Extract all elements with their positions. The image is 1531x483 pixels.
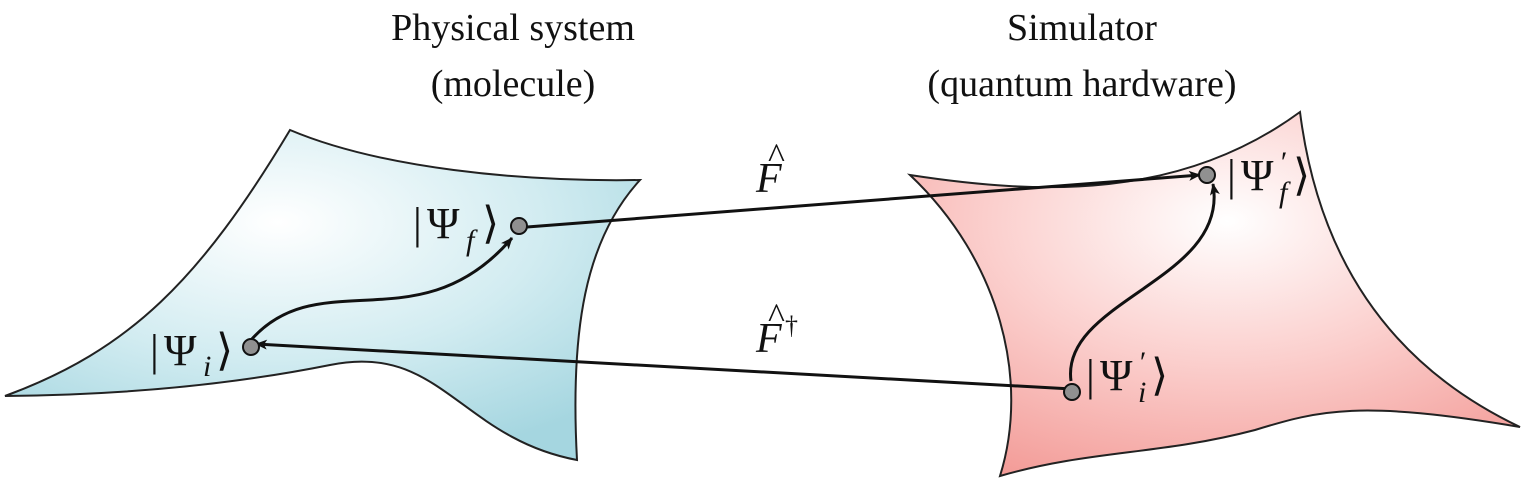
svg-text:F: F	[755, 316, 782, 362]
svg-text:^: ^	[768, 136, 785, 176]
svg-text:Ψ: Ψ	[1241, 151, 1274, 200]
ket-psi-i: | Ψ i ⟩	[150, 326, 233, 383]
backward-mapping-arrow	[255, 339, 1073, 391]
svg-text:′: ′	[1138, 346, 1145, 379]
simulator-title: Simulator	[1007, 7, 1157, 49]
psi-i-prime-point	[1063, 383, 1081, 401]
operator-f-hat: ^ F	[755, 136, 785, 202]
physical-system-surface	[4, 128, 643, 462]
operator-f-hat-dagger: ^ F †	[755, 296, 798, 362]
svg-text:⟩: ⟩	[482, 199, 499, 248]
svg-text:⟩: ⟩	[1151, 351, 1168, 400]
svg-text:i: i	[203, 350, 211, 383]
svg-text:|: |	[1086, 351, 1095, 400]
svg-text:Ψ: Ψ	[427, 199, 460, 248]
physical-system-title: Physical system	[391, 7, 635, 49]
svg-text:′: ′	[1279, 146, 1286, 179]
svg-text:⟩: ⟩	[216, 326, 233, 375]
svg-text:|: |	[1227, 151, 1236, 200]
physical-system-subtitle: (molecule)	[431, 63, 596, 105]
svg-text:†: †	[785, 311, 798, 340]
psi-f-prime-point	[1198, 166, 1216, 184]
svg-text:Ψ: Ψ	[164, 326, 197, 375]
psi-i-point	[242, 338, 260, 356]
svg-text:^: ^	[768, 296, 785, 336]
forward-mapping-arrow	[526, 170, 1201, 229]
svg-text:Ψ: Ψ	[1100, 351, 1133, 400]
svg-text:|: |	[413, 199, 422, 248]
psi-f-point	[510, 217, 528, 235]
physical-evolution-arrow	[249, 237, 514, 341]
svg-text:F: F	[755, 156, 782, 202]
svg-text:⟩: ⟩	[1293, 151, 1310, 200]
simulator-subtitle: (quantum hardware)	[927, 63, 1236, 105]
simulator-surface	[906, 110, 1521, 478]
svg-text:i: i	[1138, 376, 1146, 409]
ket-psi-i-prime: | Ψ ′ i ⟩	[1086, 346, 1168, 409]
svg-text:|: |	[150, 326, 159, 375]
simulator-evolution-arrow	[1069, 183, 1220, 382]
